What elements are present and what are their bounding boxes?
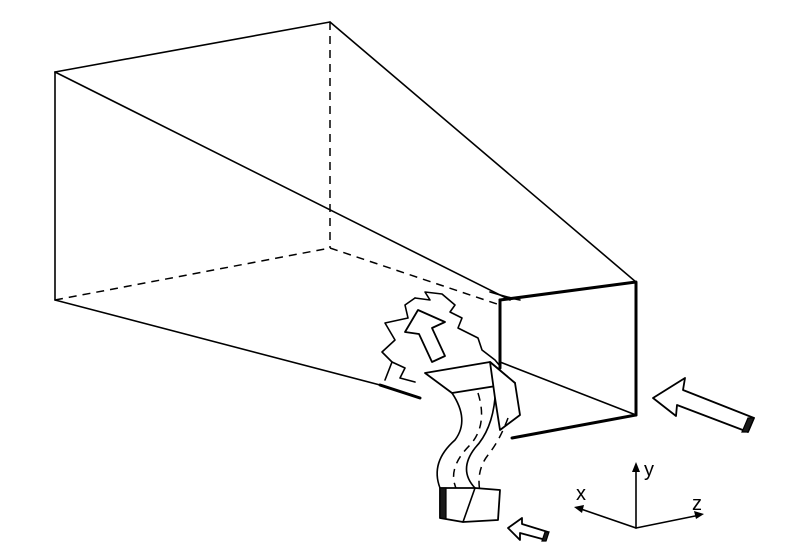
feed-input-arrow bbox=[507, 517, 550, 542]
y-axis-label: y bbox=[644, 459, 654, 481]
z-axis-arrowhead bbox=[694, 511, 704, 519]
horn-flare-edges bbox=[54, 21, 637, 386]
y-axis-arrowhead bbox=[632, 462, 640, 472]
x-axis-arrowhead bbox=[574, 505, 584, 513]
z-axis-line bbox=[635, 514, 701, 529]
feed-probe bbox=[424, 361, 521, 523]
z-axis-label: z bbox=[692, 493, 702, 515]
waveguide-section bbox=[378, 280, 638, 440]
horn-aperture bbox=[54, 21, 331, 301]
x-axis-label: x bbox=[576, 483, 586, 505]
interior-arrow bbox=[404, 309, 446, 363]
x-axis-line bbox=[577, 507, 637, 529]
coordinate-axes: y z x bbox=[574, 459, 704, 529]
incident-wave-arrow bbox=[652, 377, 755, 433]
cutaway-opening bbox=[381, 291, 501, 383]
